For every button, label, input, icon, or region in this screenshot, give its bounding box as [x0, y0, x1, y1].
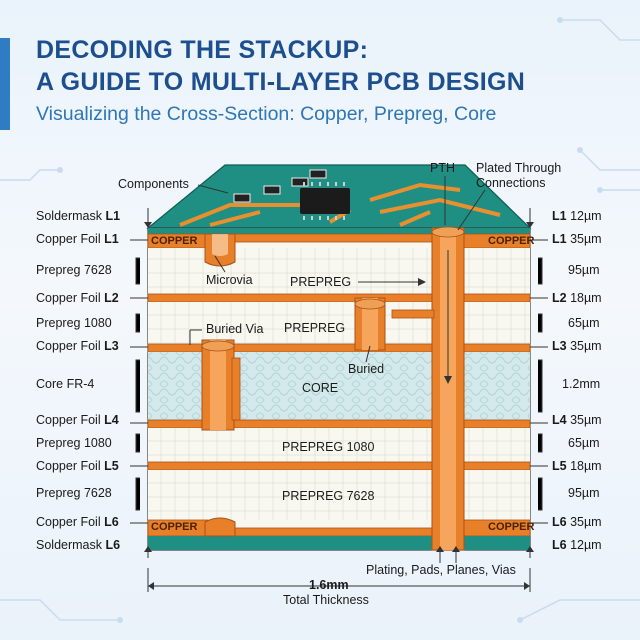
right-label-cu5: L5 18µm — [552, 459, 602, 473]
callout-components: Components — [118, 177, 189, 191]
microvia-bottom — [204, 517, 236, 537]
prepreg-1080-bottom — [148, 428, 530, 462]
callout-plated-through-1: Plated Through — [476, 161, 562, 175]
right-label-cu6: L6 35µm — [552, 515, 602, 529]
page-title-line-1: DECODING THE STACKUP: — [36, 36, 369, 64]
label-prepreg-1080-bottom: Prepreg 1080 — [36, 436, 112, 450]
right-label-pp4: 95µm — [568, 486, 600, 500]
label-copper-l2: Copper Foil L2 — [36, 291, 119, 305]
header-accent-bar — [0, 38, 10, 130]
layer-name-copper-bottom-right: COPPER — [488, 521, 535, 533]
layer-name-copper-bottom-left: COPPER — [151, 521, 198, 533]
page-subtitle: Visualizing the Cross-Section: Copper, P… — [36, 103, 497, 125]
callout-pth: PTH — [430, 161, 455, 175]
label-soldermask-bottom: Soldermask L6 — [36, 538, 121, 552]
callout-buried: Buried — [348, 362, 385, 376]
right-label-pp2: 65µm — [568, 316, 600, 330]
label-core-fr4: Core FR-4 — [36, 377, 95, 391]
layer-name-prepreg-1080: PREPREG 1080 — [282, 440, 375, 454]
right-label-sm-bottom: L6 12µm — [552, 538, 602, 552]
right-label-cu4: L4 35µm — [552, 413, 602, 427]
right-label-cu2: L2 18µm — [552, 291, 602, 305]
right-label-cu3: L3 35µm — [552, 339, 602, 353]
right-label-pp3: 65µm — [568, 436, 600, 450]
label-prepreg-1080-top: Prepreg 1080 — [36, 316, 112, 330]
layer-name-copper-top-left: COPPER — [151, 235, 198, 247]
callout-plating: Plating, Pads, Planes, Vias — [366, 563, 516, 577]
label-copper-l4: Copper Foil L4 — [36, 413, 119, 427]
label-copper-l5: Copper Foil L5 — [36, 459, 119, 473]
prepreg-7628-bottom — [148, 470, 530, 520]
soldermask-bottom — [148, 536, 530, 550]
label-copper-l1: Copper Foil L1 — [36, 232, 119, 246]
label-prepreg-7628-top: Prepreg 7628 — [36, 263, 112, 277]
right-label-core: 1.2mm — [562, 377, 601, 391]
surface-components — [233, 169, 350, 220]
right-label-cu1: L1 35µm — [552, 232, 602, 246]
right-label-pp1: 95µm — [568, 263, 600, 277]
label-soldermask-top: Soldermask L1 — [36, 209, 121, 223]
layer-name-prepreg-2: PREPREG — [284, 321, 346, 335]
layer-name-prepreg-1: PREPREG — [290, 275, 352, 289]
layer-name-prepreg-7628: PREPREG 7628 — [282, 489, 375, 503]
label-copper-l6: Copper Foil L6 — [36, 515, 119, 529]
callout-plated-through-2: Connections — [476, 176, 546, 190]
copper-l5 — [147, 461, 531, 471]
page-title-line-2: A GUIDE TO MULTI-LAYER PCB DESIGN — [36, 68, 526, 96]
right-label-sm-top: L1 12µm — [552, 209, 602, 223]
copper-l6-mid — [207, 527, 433, 537]
callout-buried-via: Buried Via — [206, 322, 264, 336]
total-thickness-label: Total Thickness — [283, 593, 369, 607]
copper-l1-mid — [231, 233, 433, 243]
callout-microvia: Microvia — [206, 273, 253, 287]
label-prepreg-7628-bottom: Prepreg 7628 — [36, 486, 112, 500]
layer-name-core: CORE — [302, 381, 339, 395]
label-copper-l3: Copper Foil L3 — [36, 339, 119, 353]
ic-chip — [300, 188, 350, 214]
prepreg-1080-top — [148, 302, 530, 344]
surface-traces — [179, 182, 501, 227]
soldermask-top — [148, 228, 530, 234]
copper-l2 — [147, 293, 531, 303]
total-thickness-value: 1.6mm — [309, 578, 349, 592]
layer-name-copper-top-right: COPPER — [488, 235, 535, 247]
